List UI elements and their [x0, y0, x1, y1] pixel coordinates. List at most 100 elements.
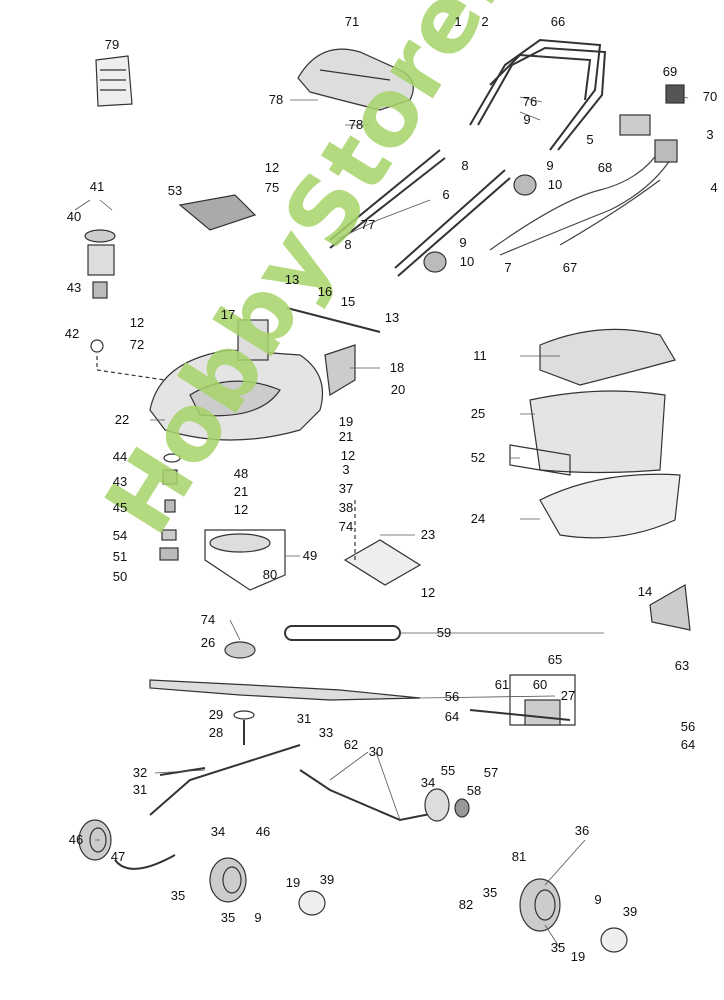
part-label: 56	[680, 719, 696, 734]
part-label: 3	[706, 127, 714, 142]
ring-part-44	[163, 453, 181, 463]
height-adjuster-41	[84, 229, 116, 299]
part-label: 44	[112, 449, 128, 464]
part-label: 21	[233, 484, 249, 499]
wheel-36	[519, 878, 561, 932]
part-label: 28	[208, 725, 224, 740]
knob-part-10	[513, 174, 537, 196]
part-label: 82	[458, 897, 474, 912]
part-label: 64	[444, 709, 460, 724]
part-label: 45	[112, 500, 128, 515]
fan-49	[209, 533, 271, 553]
rod-33	[149, 744, 301, 816]
part-label: 38	[338, 500, 354, 515]
part-label: 62	[343, 737, 359, 752]
part-label: 41	[89, 179, 105, 194]
part-label: 30	[368, 744, 384, 759]
wheel-46b	[209, 857, 247, 903]
part-label: 48	[233, 466, 249, 481]
part-label: 18	[389, 360, 405, 375]
part-label: 33	[318, 725, 334, 740]
part-label: 63	[674, 658, 690, 673]
part-label: 32	[132, 765, 148, 780]
part-label: 68	[597, 160, 613, 175]
part-label: 7	[504, 260, 512, 275]
part-label: 74	[338, 519, 354, 534]
part-label: 17	[220, 307, 236, 322]
part-label: 35	[482, 885, 498, 900]
part-label: 6	[442, 187, 450, 202]
part-label: 35	[170, 888, 186, 903]
washer-29	[233, 710, 255, 720]
part-label: 9	[546, 158, 554, 173]
part-label: 37	[338, 481, 354, 496]
part-label: 77	[360, 217, 376, 232]
part-label: 61	[494, 677, 510, 692]
part-label: 12	[264, 160, 280, 175]
mower-deck-22	[149, 319, 324, 441]
part-label: 59	[436, 625, 452, 640]
part-label: 43	[112, 474, 128, 489]
part-label: 43	[66, 280, 82, 295]
part-label: 55	[440, 763, 456, 778]
part-label: 12	[129, 315, 145, 330]
blade-27	[149, 679, 421, 701]
part-label: 15	[340, 294, 356, 309]
part-label: 12	[420, 585, 436, 600]
part-label: 20	[390, 382, 406, 397]
part-label: 24	[470, 511, 486, 526]
part-label: 78	[268, 92, 284, 107]
part-14	[649, 584, 691, 631]
part-43	[162, 469, 178, 485]
part-label: 31	[132, 782, 148, 797]
part-label: 53	[167, 183, 183, 198]
part-label: 34	[210, 824, 226, 839]
axle	[469, 709, 571, 721]
part-label: 25	[470, 406, 486, 421]
part-label: 78	[348, 117, 364, 132]
part-label: 9	[594, 892, 602, 907]
part-label: 19	[338, 414, 354, 429]
cables	[489, 149, 671, 256]
part-label: 36	[574, 823, 590, 838]
part-label: 49	[302, 548, 318, 563]
part-label: 81	[511, 849, 527, 864]
handle-cover-71	[297, 48, 414, 111]
part-label: 71	[344, 14, 360, 29]
part-label: 1	[454, 14, 462, 29]
cap-39a	[298, 890, 326, 916]
part-label: 9	[523, 112, 531, 127]
plate-part-53	[178, 194, 257, 231]
part-51	[159, 547, 179, 561]
part-label: 58	[466, 783, 482, 798]
part-label: 52	[470, 450, 486, 465]
part-label: 69	[662, 64, 678, 79]
part-label: 21	[338, 429, 354, 444]
part-label: 19	[570, 949, 586, 964]
part-label: 8	[461, 158, 469, 173]
plate-23	[343, 539, 422, 586]
rod-part-16	[286, 307, 381, 333]
part-label: 66	[550, 14, 566, 29]
part-label: 51	[112, 549, 128, 564]
manual-part-79	[95, 55, 133, 107]
part-label: 13	[284, 272, 300, 287]
part-label: 75	[264, 180, 280, 195]
cap-39b	[600, 927, 628, 953]
axle-47	[114, 854, 176, 870]
belt-59	[284, 625, 401, 641]
part-label: 13	[384, 310, 400, 325]
cap-part-70	[665, 84, 685, 104]
part-label: 19	[285, 875, 301, 890]
part-label: 42	[64, 326, 80, 341]
part-label: 9	[254, 910, 262, 925]
part-label: 46	[255, 824, 271, 839]
part-label: 50	[112, 569, 128, 584]
part-label: 80	[262, 567, 278, 582]
gear-58	[424, 788, 450, 822]
leader-lines	[74, 95, 689, 949]
axle-30	[299, 769, 441, 822]
part-label: 31	[296, 711, 312, 726]
